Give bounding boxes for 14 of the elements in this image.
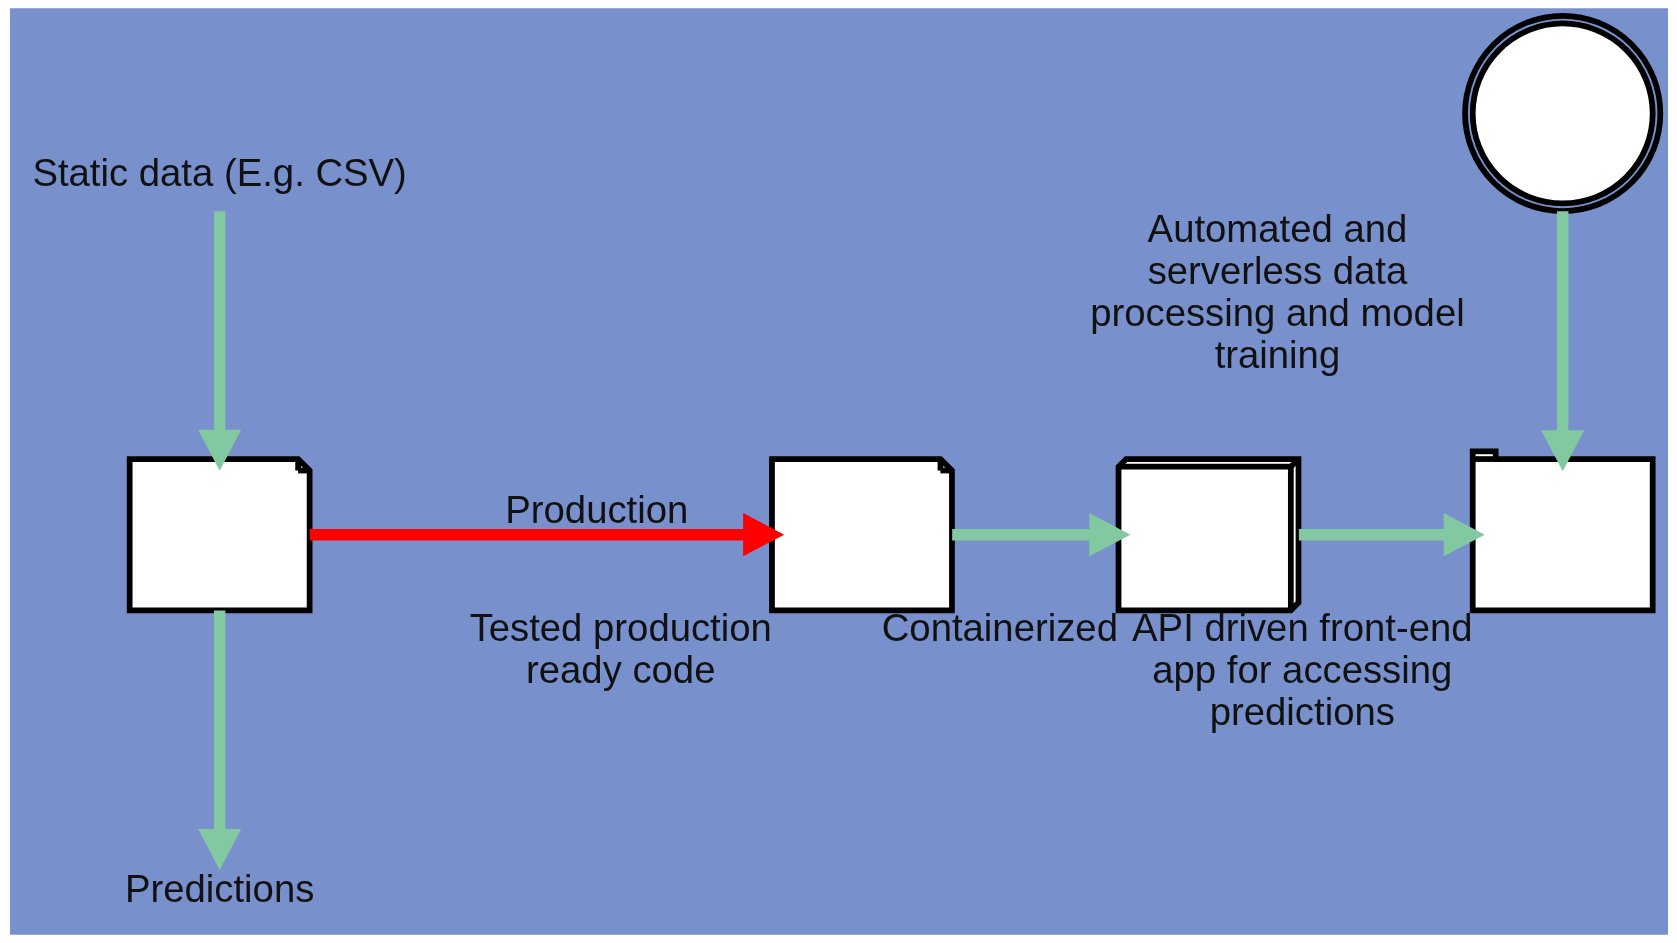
edge-label: Production bbox=[504, 488, 688, 532]
node-label: Tested production ready code bbox=[469, 605, 772, 692]
node-text: Predictions bbox=[124, 867, 314, 911]
node-text: Static data (E.g. CSV) bbox=[31, 151, 407, 195]
node-label: API driven front-end app for accessing predictions bbox=[1131, 605, 1473, 734]
arrow bbox=[197, 610, 241, 871]
arrow bbox=[309, 513, 784, 557]
arrow bbox=[197, 211, 241, 471]
arrow bbox=[1540, 211, 1584, 472]
arrow bbox=[1298, 513, 1485, 557]
arrow bbox=[951, 513, 1130, 557]
node-label: Containerized bbox=[881, 605, 1118, 649]
node-label: Automated and serverless data processing and model training bbox=[1089, 206, 1465, 377]
node-picture bbox=[1461, 12, 1663, 214]
